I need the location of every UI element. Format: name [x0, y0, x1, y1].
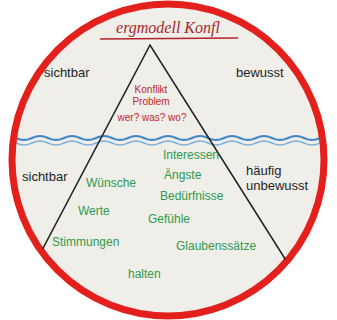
hidden-factor: Stimmungen: [52, 236, 119, 250]
hidden-factor: Wünsche: [86, 177, 136, 191]
side-label: bewusst: [236, 66, 284, 81]
side-label: häufig unbewusst: [246, 164, 308, 194]
title-underline: [100, 38, 238, 39]
red-ring: [12, 4, 324, 316]
paper: [12, 4, 324, 316]
hidden-factor: Bedürfnisse: [160, 190, 223, 204]
side-label: sichtbar: [44, 66, 90, 81]
title: ergmodell Konfl: [116, 19, 220, 37]
hidden-factor: Gefühle: [148, 213, 190, 227]
problem-text: Konflikt Problem: [128, 84, 174, 107]
problem-text: wer? was? wo?: [118, 112, 187, 124]
water-line: [0, 141, 337, 145]
hidden-factor: Interessen: [163, 149, 219, 163]
hidden-factor: Glaubenssätze: [176, 240, 256, 254]
hidden-factor: Werte: [78, 205, 110, 219]
hidden-factor: halten: [128, 268, 161, 282]
side-label: sichtbar: [22, 170, 68, 185]
water-line: [0, 136, 337, 140]
hidden-factor: Ängste: [164, 169, 201, 183]
iceberg-line: [0, 45, 330, 320]
